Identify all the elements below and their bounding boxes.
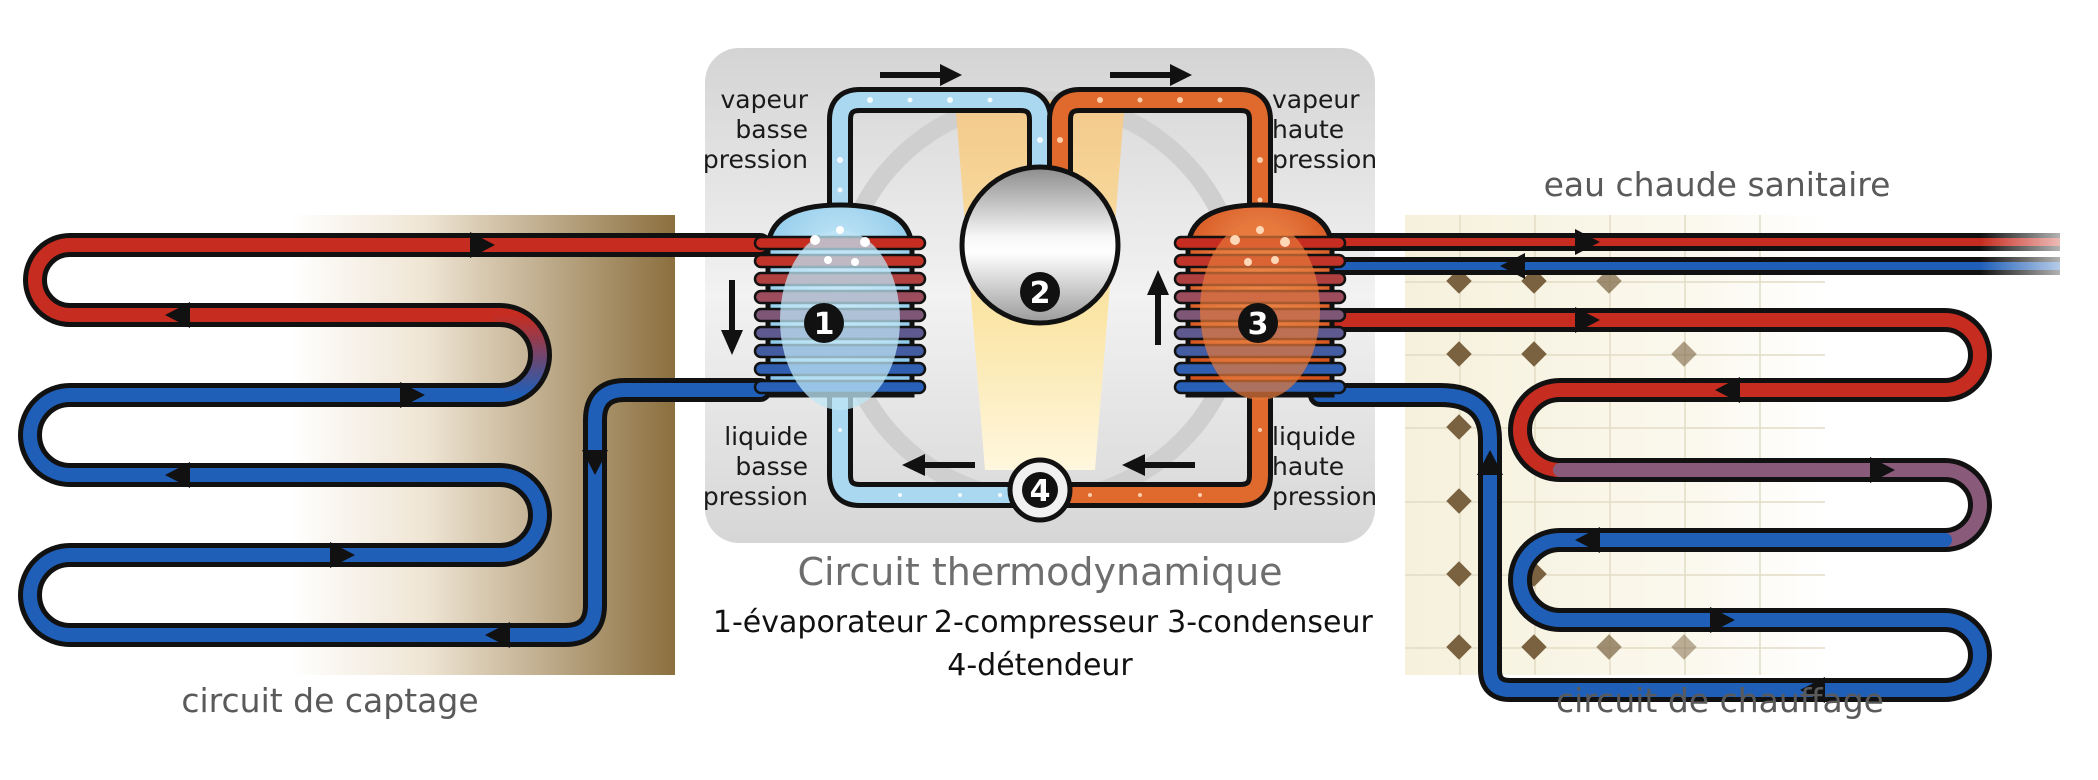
chauffage-circuit (1308, 308, 1992, 702)
chauffage-label: circuit de chauffage (1556, 681, 1884, 720)
captage-circuit (18, 233, 772, 647)
vapeur-haute-line1: vapeur (1272, 85, 1360, 114)
badge-2-label: 2 (1030, 276, 1051, 311)
legend-compresseur: 2-compresseur (934, 605, 1159, 640)
condenser (1173, 202, 1347, 400)
badge-3-label: 3 (1248, 307, 1269, 342)
evaporator (753, 202, 927, 410)
legend-evaporateur: 1-évaporateur (713, 605, 928, 640)
captage-arrows (165, 232, 608, 648)
eau-chaude-label: eau chaude sanitaire (1544, 165, 1891, 204)
liquide-basse-line2: basse (735, 452, 808, 481)
liquide-haute-line2: haute (1272, 452, 1344, 481)
label-liquide-basse: liquide basse pression (703, 422, 808, 511)
badge-1: 1 (804, 303, 844, 343)
vapeur-haute-line3: pression (1272, 145, 1377, 174)
liquide-haute-line3: pression (1272, 482, 1377, 511)
refrigerant-bubbles (837, 97, 1263, 497)
label-liquide-haute: liquide haute pression (1272, 422, 1377, 511)
chauffage-arrows (1477, 229, 1895, 703)
captage-label: circuit de captage (181, 681, 478, 720)
liquide-haute-line1: liquide (1272, 422, 1356, 451)
badge-4: 4 (1022, 472, 1058, 509)
compressor (959, 164, 1121, 326)
badge-2: 2 (1020, 272, 1060, 312)
soil-background (290, 215, 675, 675)
eau-chaude-pipes (1320, 225, 2098, 280)
panel-arrows (721, 64, 1195, 476)
badge-1-label: 1 (814, 307, 835, 342)
badge-4-label: 4 (1030, 474, 1051, 509)
label-vapeur-haute: vapeur haute pression (1272, 85, 1377, 174)
vapeur-haute-line2: haute (1272, 115, 1344, 144)
liquide-basse-line1: liquide (724, 422, 808, 451)
badge-3: 3 (1238, 303, 1278, 343)
liquide-basse-line3: pression (703, 482, 808, 511)
vapeur-basse-line1: vapeur (721, 85, 809, 114)
label-vapeur-basse: vapeur basse pression (703, 85, 809, 174)
vapeur-basse-line3: pression (703, 145, 808, 174)
floor-background (1405, 215, 1825, 675)
refrigerant-loop (827, 87, 1273, 508)
legend-detendeur: 4-détendeur (947, 648, 1133, 683)
legend-condenseur: 3-condenseur (1167, 605, 1373, 640)
vapeur-basse-line2: basse (735, 115, 808, 144)
diagram-title: Circuit thermodynamique (797, 550, 1282, 594)
